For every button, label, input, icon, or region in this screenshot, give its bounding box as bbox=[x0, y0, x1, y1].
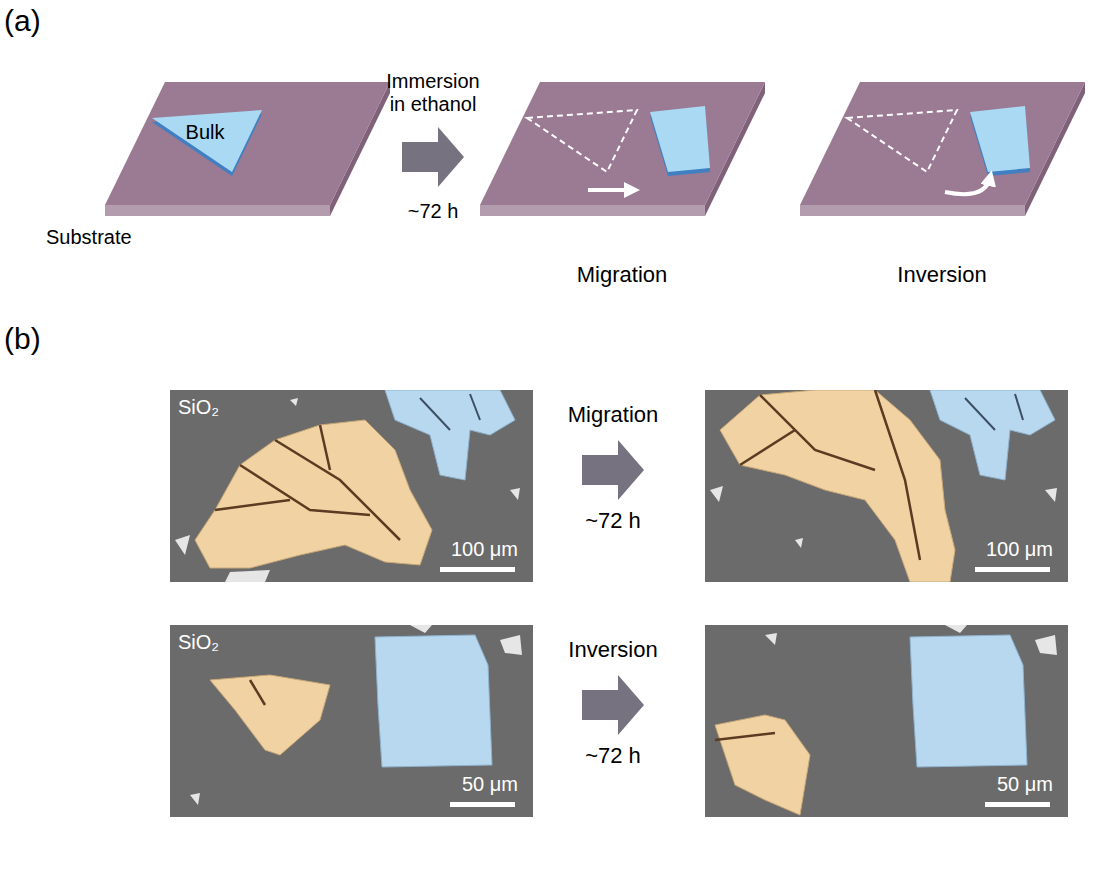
flake-blue bbox=[910, 635, 1027, 767]
micrograph bbox=[705, 625, 1068, 817]
substrate bbox=[105, 82, 390, 216]
crack bbox=[965, 398, 995, 430]
scale-label: 100 μm bbox=[451, 538, 518, 561]
process-arrow bbox=[402, 127, 464, 187]
part-label: Bulk bbox=[186, 121, 225, 144]
substrate-front bbox=[105, 205, 330, 216]
micrograph bbox=[170, 625, 533, 817]
scale-bar bbox=[440, 567, 515, 572]
panel-label: (b) bbox=[4, 322, 41, 357]
process-arrow bbox=[582, 675, 644, 735]
micrograph-content bbox=[170, 390, 533, 582]
panel-label: (a) bbox=[4, 4, 41, 39]
scale-label: 50 μm bbox=[997, 773, 1053, 796]
debris bbox=[795, 538, 803, 548]
flake-yellow bbox=[715, 715, 810, 815]
flake-blue bbox=[385, 390, 515, 480]
scale-label: 100 μm bbox=[986, 538, 1053, 561]
original-position bbox=[847, 110, 957, 172]
micrograph-content bbox=[705, 625, 1068, 817]
debris bbox=[945, 625, 967, 633]
scale-label: 50 μm bbox=[462, 773, 518, 796]
substrate bbox=[800, 82, 1085, 216]
sio2-background bbox=[705, 390, 1068, 582]
crack bbox=[740, 430, 795, 465]
step-label: Inversion bbox=[568, 637, 657, 662]
debris bbox=[225, 570, 270, 582]
scale-bar bbox=[985, 802, 1050, 807]
time-label: ~72 h bbox=[585, 743, 641, 768]
time-label: ~72 h bbox=[585, 508, 641, 533]
time-label: ~72 h bbox=[408, 200, 459, 223]
inversion-arrow bbox=[945, 178, 990, 194]
flake-blue bbox=[930, 390, 1055, 480]
debris bbox=[190, 793, 200, 805]
original-position bbox=[527, 110, 637, 172]
migration-arrow bbox=[588, 188, 632, 192]
flake-yellow bbox=[210, 675, 330, 755]
substrate-top bbox=[800, 82, 1085, 205]
crack bbox=[1015, 394, 1023, 420]
flake-yellow bbox=[195, 420, 432, 568]
micrograph-content bbox=[170, 625, 533, 817]
substrate bbox=[480, 82, 765, 216]
substrate-top bbox=[480, 82, 765, 205]
substrate-label: SiO₂ bbox=[178, 396, 219, 419]
step-label: Migration bbox=[568, 402, 658, 427]
bulk-flake bbox=[152, 110, 262, 172]
bulk-flake bbox=[650, 106, 710, 172]
process-arrow bbox=[582, 440, 644, 500]
crack bbox=[875, 390, 920, 560]
substrate-label: SiO₂ bbox=[178, 631, 219, 654]
debris bbox=[1045, 488, 1057, 502]
scale-bar bbox=[975, 567, 1050, 572]
debris bbox=[510, 488, 520, 500]
step-label: Inversion bbox=[897, 262, 986, 287]
micrograph bbox=[705, 390, 1068, 582]
step-label: Migration bbox=[577, 262, 667, 287]
micrograph-content bbox=[705, 390, 1068, 582]
substrate-front bbox=[480, 205, 705, 216]
crack bbox=[275, 440, 400, 540]
micrograph bbox=[170, 390, 533, 582]
scale-bar bbox=[450, 802, 515, 807]
bulk-flake bbox=[970, 106, 1030, 172]
debris bbox=[765, 633, 777, 645]
crack bbox=[420, 398, 450, 430]
crack bbox=[470, 394, 480, 420]
debris bbox=[410, 625, 432, 633]
sio2-background bbox=[170, 390, 533, 582]
crack bbox=[250, 680, 265, 705]
crack bbox=[760, 395, 875, 470]
debris bbox=[500, 635, 522, 655]
debris bbox=[1035, 635, 1057, 655]
flake-blue bbox=[375, 635, 492, 767]
debris bbox=[290, 398, 298, 406]
sio2-background bbox=[170, 625, 533, 817]
part-label: Substrate bbox=[46, 226, 132, 249]
substrate-top bbox=[105, 82, 390, 205]
crack bbox=[215, 500, 290, 510]
crack bbox=[715, 733, 775, 740]
substrate-front bbox=[800, 205, 1025, 216]
step-label: Immersion in ethanol bbox=[380, 70, 486, 116]
crack bbox=[320, 425, 330, 470]
sio2-background bbox=[705, 625, 1068, 817]
flake-yellow bbox=[720, 390, 955, 582]
debris bbox=[710, 486, 723, 502]
debris bbox=[175, 535, 190, 555]
